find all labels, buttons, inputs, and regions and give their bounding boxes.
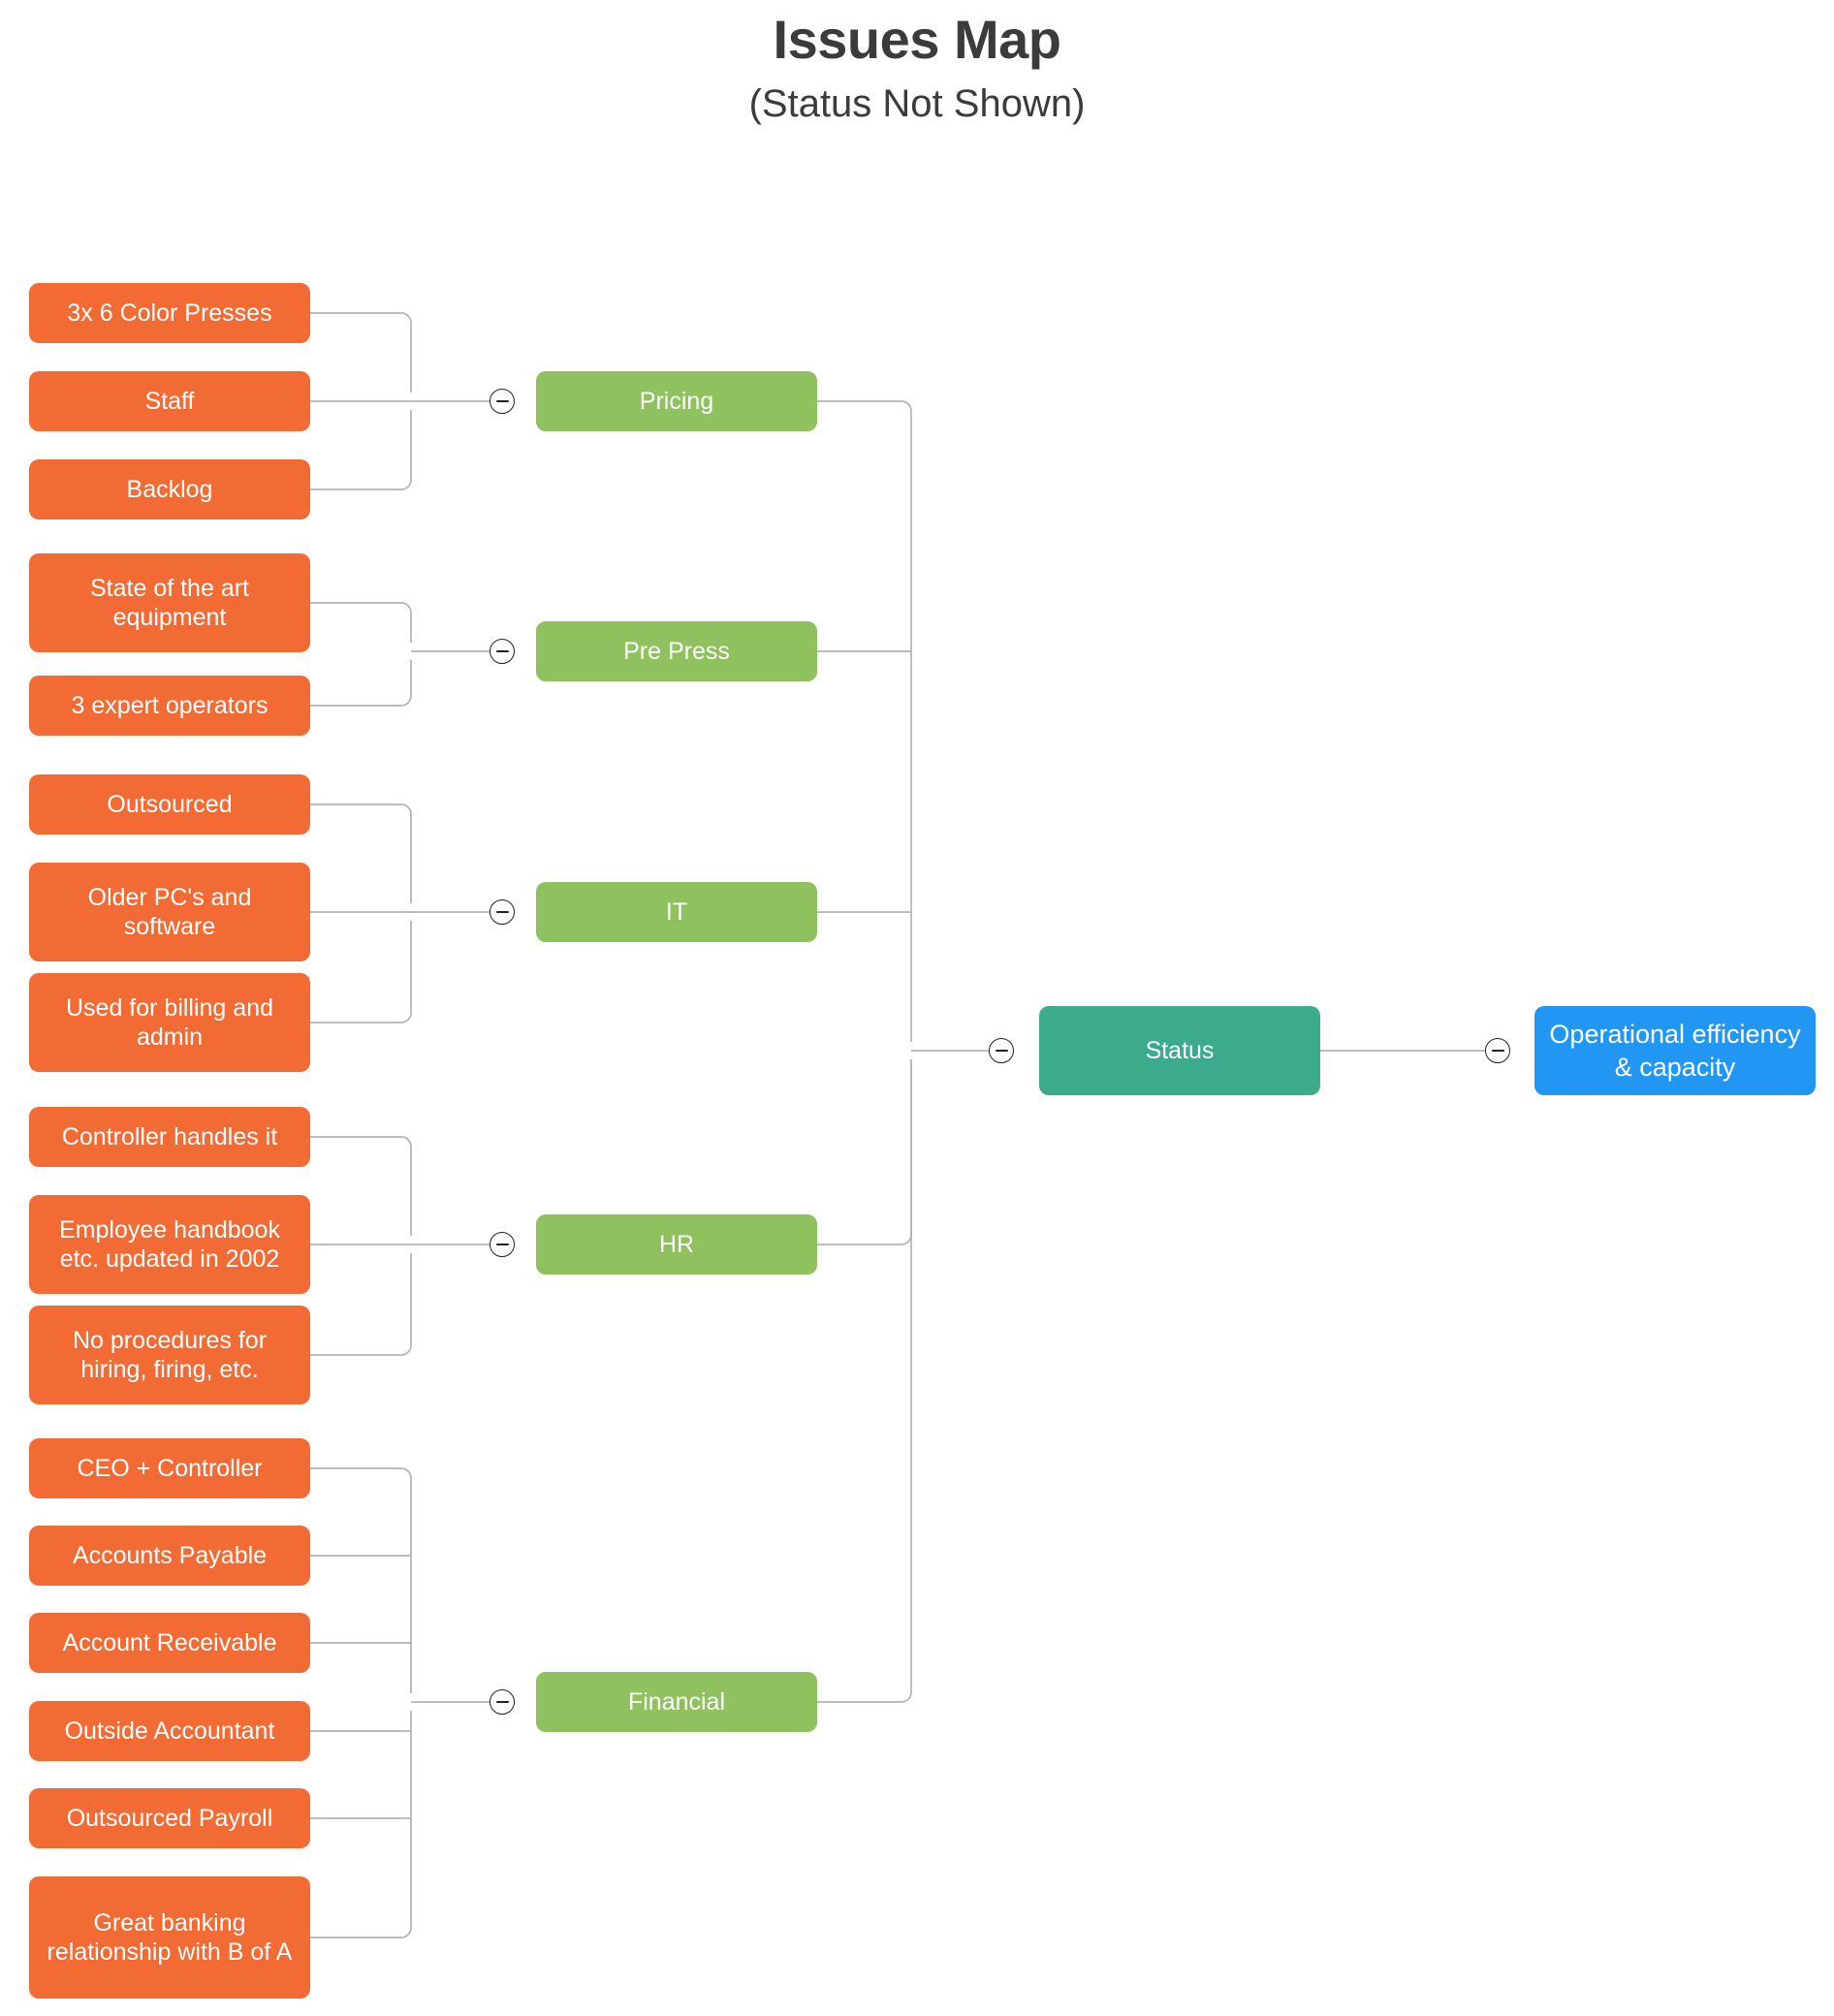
- leaf-label: Backlog: [126, 475, 213, 503]
- page-title: Issues Map: [773, 9, 1061, 70]
- leaf-label: 3x 6 Color Presses: [67, 299, 272, 327]
- leaf-node[interactable]: Accounts Payable: [29, 1526, 310, 1586]
- collapse-toggle-status-icon[interactable]: [989, 1038, 1014, 1063]
- leaf-node[interactable]: Great banking relationship with B of A: [29, 1876, 310, 1999]
- leaf-node[interactable]: Backlog: [29, 459, 310, 520]
- leaf-label: Great banking relationship with B of A: [47, 1908, 293, 1967]
- root-label: Operational efficiency & capacity: [1549, 1019, 1801, 1082]
- leaf-label: Outside Accountant: [64, 1717, 275, 1745]
- collapse-toggle-pre-press-icon[interactable]: [490, 639, 515, 664]
- leaf-label: Used for billing and admin: [65, 993, 273, 1052]
- minus-glyph: [495, 650, 509, 652]
- branch-label: Pricing: [639, 387, 714, 415]
- leaf-node[interactable]: 3 expert operators: [29, 676, 310, 736]
- branch-label: Financial: [627, 1687, 726, 1716]
- leaf-label: Outsourced Payroll: [66, 1804, 273, 1832]
- leaf-label: Controller handles it: [61, 1122, 278, 1150]
- page-subtitle: (Status Not Shown): [748, 81, 1086, 125]
- leaf-node[interactable]: Outsourced Payroll: [29, 1788, 310, 1848]
- leaf-node[interactable]: Used for billing and admin: [29, 973, 310, 1072]
- minus-glyph: [995, 1050, 1008, 1052]
- leaf-node[interactable]: Staff: [29, 371, 310, 431]
- leaf-label: Accounts Payable: [72, 1541, 268, 1569]
- branch-node-hr[interactable]: HR: [536, 1214, 817, 1275]
- branch-label: HR: [658, 1230, 695, 1258]
- leaf-node[interactable]: CEO + Controller: [29, 1438, 310, 1498]
- title-block: Issues Map (Status Not Shown): [0, 9, 1834, 127]
- hub-node-status[interactable]: Status: [1039, 1006, 1320, 1095]
- leaf-node[interactable]: Employee handbook etc. updated in 2002: [29, 1195, 310, 1294]
- collapse-toggle-hr-icon[interactable]: [490, 1232, 515, 1257]
- leaf-node[interactable]: Controller handles it: [29, 1107, 310, 1167]
- collapse-toggle-root-icon[interactable]: [1485, 1038, 1510, 1063]
- minus-glyph: [495, 911, 509, 913]
- branch-node-it[interactable]: IT: [536, 882, 817, 942]
- branch-node-pre-press[interactable]: Pre Press: [536, 621, 817, 681]
- branch-label: IT: [665, 898, 688, 926]
- branch-label: Pre Press: [623, 637, 730, 665]
- leaf-node[interactable]: Older PC's and software: [29, 863, 310, 961]
- leaf-node[interactable]: Outsourced: [29, 774, 310, 835]
- root-node-operational-efficiency[interactable]: Operational efficiency & capacity: [1534, 1006, 1816, 1095]
- hub-label: Status: [1145, 1036, 1215, 1064]
- branch-node-pricing[interactable]: Pricing: [536, 371, 817, 431]
- minus-glyph: [1491, 1050, 1504, 1052]
- leaf-node[interactable]: Account Receivable: [29, 1613, 310, 1673]
- minus-glyph: [495, 1701, 509, 1703]
- collapse-toggle-pricing-icon[interactable]: [490, 389, 515, 414]
- leaf-label: CEO + Controller: [77, 1454, 263, 1482]
- leaf-node[interactable]: Outside Accountant: [29, 1701, 310, 1761]
- leaf-label: State of the art equipment: [90, 574, 249, 632]
- leaf-label: Employee handbook etc. updated in 2002: [59, 1215, 280, 1274]
- leaf-node[interactable]: No procedures for hiring, firing, etc.: [29, 1306, 310, 1404]
- collapse-toggle-it-icon[interactable]: [490, 899, 515, 925]
- leaf-label: Account Receivable: [62, 1628, 277, 1656]
- leaf-node[interactable]: 3x 6 Color Presses: [29, 283, 310, 343]
- leaf-node[interactable]: State of the art equipment: [29, 553, 310, 652]
- leaf-label: Staff: [144, 387, 195, 415]
- branch-node-financial[interactable]: Financial: [536, 1672, 817, 1732]
- leaf-label: Older PC's and software: [87, 883, 252, 941]
- collapse-toggle-financial-icon[interactable]: [490, 1689, 515, 1715]
- leaf-label: Outsourced: [107, 790, 233, 818]
- leaf-label: 3 expert operators: [71, 691, 269, 719]
- minus-glyph: [495, 1244, 509, 1245]
- leaf-label: No procedures for hiring, firing, etc.: [72, 1326, 268, 1384]
- minus-glyph: [495, 400, 509, 402]
